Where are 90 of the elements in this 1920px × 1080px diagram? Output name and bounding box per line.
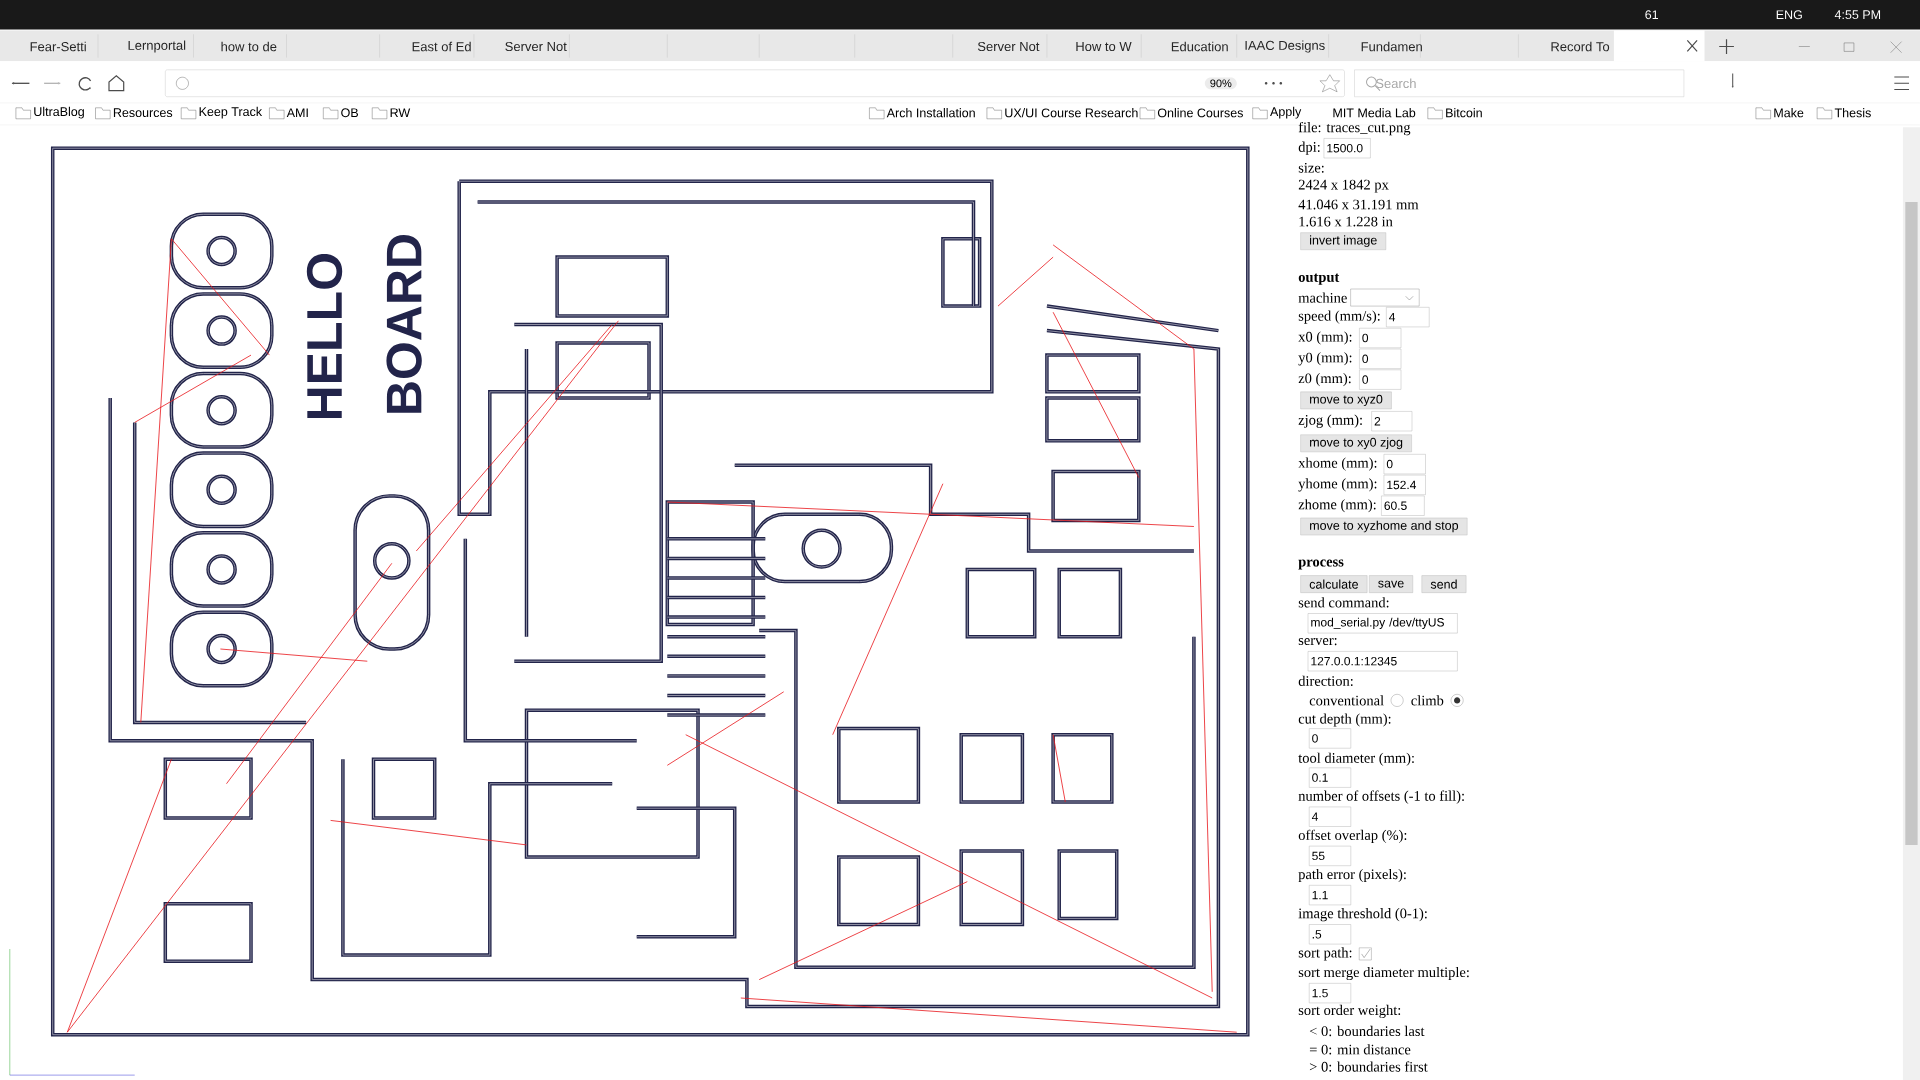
bookmark-label: Keep Track xyxy=(199,106,263,119)
tab-title: IAAC Designs xyxy=(1245,40,1325,53)
section-heading: output xyxy=(1298,273,1340,285)
tab-title: East of Ed xyxy=(412,41,471,52)
bookmark-label: Make xyxy=(1774,108,1804,118)
input-field: 4 xyxy=(1309,806,1351,827)
input-field: 0 xyxy=(1359,348,1402,369)
input-field: .5 xyxy=(1309,924,1351,945)
bookmark-label: Thesis xyxy=(1834,108,1871,118)
form-label: server: xyxy=(1298,638,1337,646)
input-field: 152.4 xyxy=(1383,474,1426,495)
input-field: 0 xyxy=(1383,454,1426,475)
tab-title: Fundamen xyxy=(1361,41,1422,52)
bookmark-label: UltraBlog xyxy=(34,106,84,119)
input-field: 1.1 xyxy=(1309,885,1351,906)
tab-title: Education xyxy=(1171,41,1228,52)
action-button: move to xyz0 xyxy=(1300,391,1392,410)
form-label: sort path: xyxy=(1298,947,1352,961)
tab-title: Lernportal xyxy=(128,40,186,53)
input-field: mod_serial.py /dev/ttyUS xyxy=(1307,613,1458,634)
form-label: climb xyxy=(1411,695,1444,706)
form-label: path error (pixels): xyxy=(1298,868,1406,883)
tab-title: How to W xyxy=(1076,41,1132,52)
form-label: sort merge diameter multiple: xyxy=(1298,966,1469,981)
tab-title: how to de xyxy=(221,41,277,52)
bookmark-label: AMI xyxy=(286,108,308,117)
bookmark-label: RW xyxy=(390,108,411,117)
form-label: speed (mm/s): xyxy=(1298,310,1380,324)
form-label: 1.616 x 1.228 in xyxy=(1299,216,1393,227)
tab-title: Server Not xyxy=(977,41,1040,52)
form-label: < 0: boundaries last xyxy=(1309,1025,1425,1037)
form-label: tool diameter (mm): xyxy=(1298,752,1414,766)
form-label: zhome (mm): xyxy=(1298,499,1376,513)
status-text: 61 xyxy=(1645,10,1658,20)
input-field: 0 xyxy=(1359,328,1402,348)
tab-title: Fear-Setti xyxy=(30,41,86,52)
bookmark-label: Online Courses xyxy=(1157,108,1243,118)
input-field: 2 xyxy=(1371,411,1413,432)
form-label: cut depth (mm): xyxy=(1298,713,1391,727)
bookmark-label: MIT Media Lab xyxy=(1333,108,1416,118)
form-label: 2424 x 1842 px xyxy=(1298,179,1389,193)
tab-title: Server Not xyxy=(505,41,567,52)
input-field: 1.5 xyxy=(1309,983,1351,1004)
input-field: 0.1 xyxy=(1309,767,1351,788)
form-label: number of offsets (-1 to fill): xyxy=(1298,790,1464,804)
input-field: 55 xyxy=(1309,845,1351,866)
bookmark-label: Resources xyxy=(113,108,173,118)
bookmark-label: Bitcoin xyxy=(1446,108,1482,118)
input-field: 1500.0 xyxy=(1323,138,1371,159)
form-label: z0 (mm): xyxy=(1298,373,1351,387)
board-lettering: HELLO xyxy=(306,254,343,419)
form-label: direction: xyxy=(1298,675,1353,686)
form-label: xhome (mm): xyxy=(1298,457,1377,471)
action-button: send xyxy=(1421,575,1467,593)
form-label: zjog (mm): xyxy=(1298,414,1362,428)
input-field: 0 xyxy=(1309,728,1351,749)
bookmark-label: Apply xyxy=(1270,106,1302,119)
form-label: send command: xyxy=(1298,597,1389,608)
form-label: offset overlap (%): xyxy=(1298,829,1407,843)
search-field: Search xyxy=(1354,69,1685,97)
input-field: 4 xyxy=(1386,307,1430,328)
form-label: file: traces_cut.png xyxy=(1298,121,1411,136)
status-text: 4:55 PM xyxy=(1834,10,1881,20)
action-button: move to xy0 zjog xyxy=(1300,434,1412,453)
bookmark-label: UX/UI Course Research xyxy=(1005,108,1138,118)
section-heading: process xyxy=(1298,559,1344,570)
input-field: 60.5 xyxy=(1381,495,1425,516)
form-label: size: xyxy=(1298,162,1324,173)
form-label: sort order weight: xyxy=(1298,1004,1401,1018)
action-button: save xyxy=(1369,575,1413,593)
form-label: x0 (mm): xyxy=(1298,331,1352,345)
form-label: 41.046 x 31.191 mm xyxy=(1298,199,1419,210)
form-label: conventional xyxy=(1309,695,1384,706)
bookmark-label: OB xyxy=(341,108,358,118)
form-label: dpi: xyxy=(1298,141,1320,155)
form-label: machine xyxy=(1298,292,1347,303)
form-label: > 0: boundaries first xyxy=(1309,1061,1428,1072)
input-field: 0 xyxy=(1359,369,1402,390)
action-button: invert image xyxy=(1300,232,1387,250)
form-label: y0 (mm): xyxy=(1298,352,1352,366)
input-field: 127.0.0.1:12345 xyxy=(1307,651,1458,672)
tab-title: Record To xyxy=(1551,41,1610,52)
action-button: calculate xyxy=(1300,575,1368,593)
status-text: ENG xyxy=(1776,10,1802,20)
action-button: move to xyzhome and stop xyxy=(1300,517,1468,536)
board-lettering: BOARD xyxy=(386,234,422,413)
bookmark-label: Arch Installation xyxy=(886,108,975,118)
form-label: image threshold (0-1): xyxy=(1298,908,1427,922)
form-label: = 0: min distance xyxy=(1309,1044,1411,1055)
form-label: yhome (mm): xyxy=(1298,478,1377,492)
